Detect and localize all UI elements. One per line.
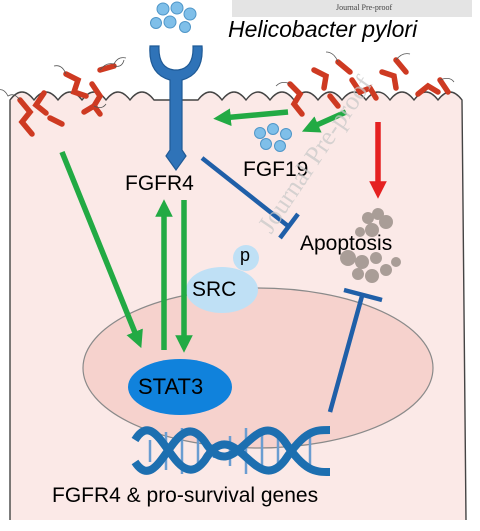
organism-title: Helicobacter pylori [228, 16, 418, 42]
genes-label: FGFR4 & pro-survival genes [52, 484, 319, 507]
inhibition-genes-apoptosis-bar [343, 287, 383, 303]
apoptotic-bodies [340, 208, 401, 283]
src-label: SRC [192, 278, 237, 301]
arrow-bacteria-to-fgf19 [301, 109, 348, 133]
arrow-bacteria-to-stat3 [59, 150, 143, 349]
fgf19-cluster-extracellular [150, 1, 197, 33]
nucleus [82, 287, 434, 449]
dna-helix [131, 426, 331, 476]
journal-banner [232, 0, 472, 17]
inhibition-fgfr4-apoptosis [200, 156, 290, 228]
apoptosis-label: Apoptosis [300, 232, 393, 255]
stat3-protein [128, 359, 232, 415]
phospho-label: p [240, 245, 251, 265]
journal-banner-text: Journal Pre-proof [336, 3, 393, 12]
fgf19-label: FGF19 [243, 158, 309, 181]
fgfr4-label: FGFR4 [125, 172, 194, 195]
phospho-group [233, 245, 259, 271]
arrow-bacteria-to-fgfr4 [213, 108, 289, 126]
stat3-label: STAT3 [138, 374, 204, 399]
bacterial-flagella [0, 51, 455, 108]
h-pylori-bacteria [17, 57, 451, 137]
src-kinase [186, 267, 258, 313]
inhibition-genes-apoptosis [327, 295, 365, 413]
fgfr4-receptor [149, 45, 203, 172]
inhibition-fgfr4-apoptosis-bar [278, 212, 300, 240]
fgf19-cluster-intracellular [254, 123, 292, 152]
